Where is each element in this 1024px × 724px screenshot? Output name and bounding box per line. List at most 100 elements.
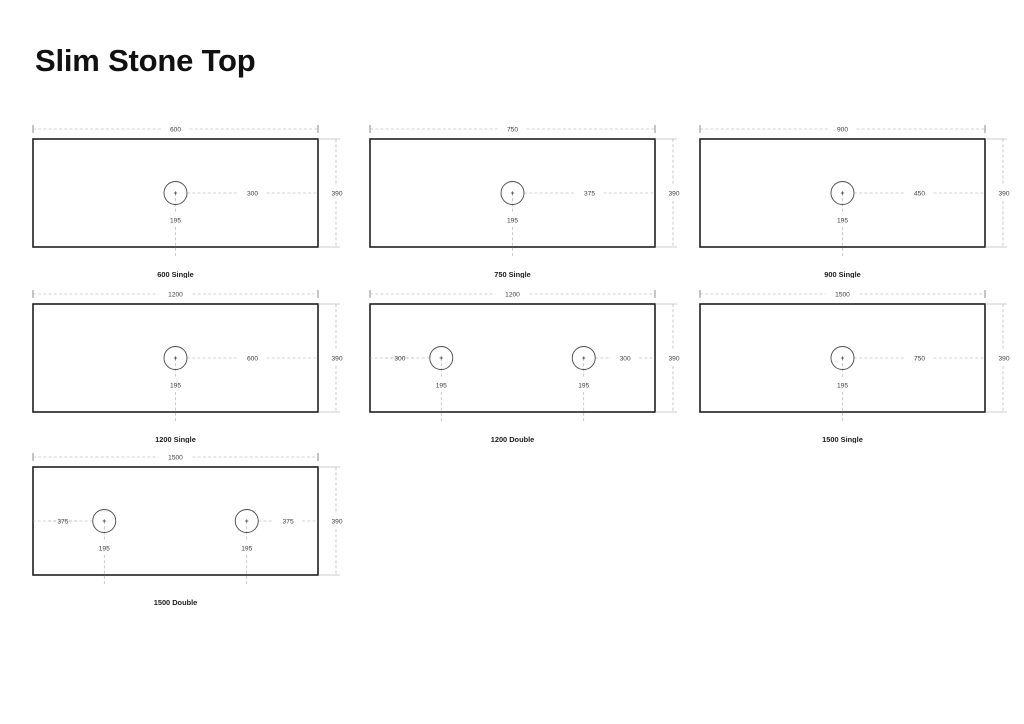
- width-dimension-label: 900: [837, 126, 848, 133]
- drawing-canvas: 900 390 450 195 900 Single: [699, 125, 1010, 278]
- basin-setback-dimension-1: 195: [170, 358, 181, 422]
- basin-cutout-1: 750 195: [830, 346, 985, 422]
- width-dimension: 900: [699, 125, 986, 133]
- drawing-1500-single: 1500 390 750 195 1500 Single: [677, 283, 1017, 443]
- basin-offset-dimension-1: 300: [370, 355, 430, 362]
- basin-setback-label-1: 195: [436, 382, 447, 389]
- basin-setback-label-1: 195: [507, 217, 518, 224]
- basin-cutout-2: 300 195: [571, 346, 655, 422]
- drawing-caption: 1500 Single: [822, 435, 863, 443]
- basin-setback-label-2: 195: [241, 545, 252, 552]
- drawing-canvas: 1500 390 375 195 375 195 1500 Double: [32, 453, 343, 606]
- basin-offset-dimension-1: 750: [854, 355, 985, 362]
- width-dimension: 1500: [699, 290, 986, 298]
- depth-dimension: 390: [655, 138, 680, 248]
- drawing-900-single: 900 390 450 195 900 Single: [677, 118, 1017, 278]
- basin-circle-1: [92, 509, 117, 533]
- depth-dimension-label: 390: [331, 518, 342, 525]
- basin-offset-dimension-1: 300: [187, 190, 318, 197]
- depth-dimension: 390: [318, 138, 343, 248]
- basin-circle-2: [571, 346, 596, 370]
- depth-dimension: 390: [985, 138, 1010, 248]
- basin-setback-dimension-1: 195: [170, 193, 181, 257]
- drawing-1200-double: 1200 390 300 195 300 195 1200 Double: [347, 283, 687, 443]
- basin-circle-1: [429, 346, 454, 370]
- depth-dimension-label: 390: [331, 190, 342, 197]
- basin-offset-dimension-1: 450: [854, 190, 985, 197]
- basin-circle-1: [163, 181, 188, 205]
- basin-cutout-1: 300 195: [370, 346, 454, 422]
- basin-offset-dimension-2: 375: [258, 518, 318, 525]
- basin-circle-2: [234, 509, 259, 533]
- width-dimension: 1200: [32, 290, 319, 298]
- width-dimension-label: 750: [507, 126, 518, 133]
- width-dimension-label: 1500: [835, 291, 850, 298]
- width-dimension: 600: [32, 125, 319, 133]
- drawing-1500-double: 1500 390 375 195 375 195 1500 Double: [10, 446, 350, 606]
- basin-setback-dimension-1: 195: [507, 193, 518, 257]
- basin-offset-label-2: 375: [283, 518, 294, 525]
- drawing-1200-single: 1200 390 600 195 1200 Single: [10, 283, 350, 443]
- basin-offset-label-1: 450: [914, 190, 925, 197]
- depth-dimension: 390: [985, 303, 1010, 413]
- width-dimension: 750: [369, 125, 656, 133]
- page-title: Slim Stone Top: [35, 43, 256, 78]
- drawing-750-single: 750 390 375 195 750 Single: [347, 118, 687, 278]
- basin-cutout-1: 375 195: [500, 181, 655, 257]
- basin-offset-label-2: 300: [620, 355, 631, 362]
- drawing-canvas: 1500 390 750 195 1500 Single: [699, 290, 1010, 443]
- basin-setback-label-1: 195: [837, 217, 848, 224]
- drawing-caption: 750 Single: [494, 270, 531, 278]
- basin-setback-dimension-1: 195: [837, 193, 848, 257]
- width-dimension-label: 1200: [168, 291, 183, 298]
- basin-cutout-1: 300 195: [163, 181, 318, 257]
- width-dimension: 1200: [369, 290, 656, 298]
- basin-setback-label-1: 195: [837, 382, 848, 389]
- basin-circle-1: [500, 181, 525, 205]
- depth-dimension-label: 390: [998, 355, 1009, 362]
- basin-setback-dimension-1: 195: [837, 358, 848, 422]
- basin-offset-label-1: 375: [584, 190, 595, 197]
- basin-offset-label-1: 375: [57, 518, 68, 525]
- width-dimension-label: 1200: [505, 291, 520, 298]
- depth-dimension: 390: [655, 303, 680, 413]
- drawing-canvas: 1200 390 600 195 1200 Single: [32, 290, 343, 443]
- depth-dimension-label: 390: [668, 190, 679, 197]
- basin-cutout-1: 450 195: [830, 181, 985, 257]
- basin-offset-label-1: 600: [247, 355, 258, 362]
- drawing-caption: 1200 Double: [491, 435, 535, 443]
- basin-offset-label-1: 300: [394, 355, 405, 362]
- drawing-canvas: 600 390 300 195 600 Single: [32, 125, 343, 278]
- drawing-caption: 1200 Single: [155, 435, 196, 443]
- depth-dimension-label: 390: [998, 190, 1009, 197]
- basin-setback-dimension-1: 195: [99, 521, 110, 585]
- drawing-caption: 600 Single: [157, 270, 194, 278]
- basin-offset-dimension-2: 300: [595, 355, 655, 362]
- basin-cutout-1: 600 195: [163, 346, 318, 422]
- basin-offset-dimension-1: 375: [33, 518, 93, 525]
- depth-dimension-label: 390: [668, 355, 679, 362]
- basin-setback-label-1: 195: [170, 217, 181, 224]
- width-dimension: 1500: [32, 453, 319, 461]
- basin-setback-label-2: 195: [578, 382, 589, 389]
- width-dimension-label: 600: [170, 126, 181, 133]
- basin-circle-1: [830, 346, 855, 370]
- basin-circle-1: [163, 346, 188, 370]
- basin-offset-label-1: 750: [914, 355, 925, 362]
- basin-offset-dimension-1: 600: [187, 355, 318, 362]
- basin-offset-dimension-1: 375: [524, 190, 655, 197]
- basin-setback-label-1: 195: [170, 382, 181, 389]
- drawing-caption: 1500 Double: [154, 598, 198, 606]
- width-dimension-label: 1500: [168, 454, 183, 461]
- depth-dimension-label: 390: [331, 355, 342, 362]
- drawing-canvas: 750 390 375 195 750 Single: [369, 125, 680, 278]
- drawing-600-single: 600 390 300 195 600 Single: [10, 118, 350, 278]
- basin-setback-label-1: 195: [99, 545, 110, 552]
- basin-setback-dimension-2: 195: [578, 358, 590, 422]
- depth-dimension: 390: [318, 303, 343, 413]
- basin-setback-dimension-2: 195: [241, 521, 253, 585]
- drawing-caption: 900 Single: [824, 270, 861, 278]
- basin-offset-label-1: 300: [247, 190, 258, 197]
- basin-cutout-1: 375 195: [33, 509, 117, 585]
